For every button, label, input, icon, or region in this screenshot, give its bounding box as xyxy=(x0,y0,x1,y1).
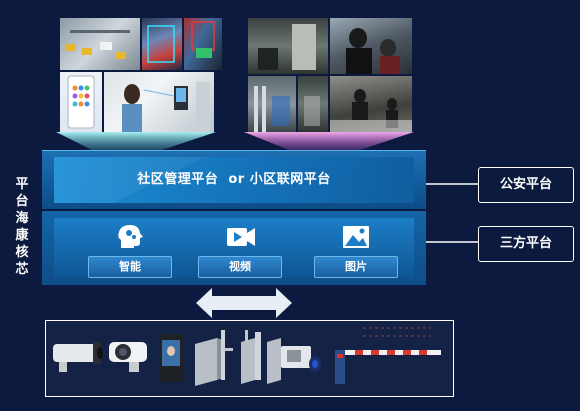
phone-app-photo xyxy=(60,72,102,132)
wide-turnstile-gate-icon xyxy=(241,330,281,384)
platform-title: 社区管理平台 or 小区联网平台 xyxy=(137,172,331,187)
device-icons xyxy=(53,327,441,386)
video-camera-icon xyxy=(227,228,255,246)
detection-graphic xyxy=(147,25,175,63)
platform-vertical-label: 平台海康核芯 xyxy=(15,177,29,277)
phone-app-graphic xyxy=(67,75,95,129)
left-funnel xyxy=(56,132,216,152)
parking-barrier-icon xyxy=(335,327,441,384)
module-video: 视频 xyxy=(198,222,282,278)
face-terminal-graphic xyxy=(122,82,210,132)
face-detect-photo xyxy=(184,18,222,70)
traffic-scene-graphic xyxy=(66,30,130,59)
night-surveillance-graphic xyxy=(258,24,316,70)
module-video-label: 视频 xyxy=(198,256,282,278)
climbing-photo xyxy=(330,76,412,132)
module-intelligence-label: 智能 xyxy=(88,256,172,278)
dark-yard-graphic xyxy=(304,96,320,126)
police-platform-box: 公安平台 xyxy=(478,167,574,203)
image-icon xyxy=(343,226,369,248)
perimeter-graphic xyxy=(254,86,290,132)
module-intelligence: 智能 xyxy=(88,222,172,278)
intruder-graphic xyxy=(346,28,400,74)
module-image-label: 图片 xyxy=(314,256,398,278)
module-image: 图片 xyxy=(314,222,398,278)
bidirectional-arrow-icon xyxy=(196,288,292,318)
turnstile-gate-icon xyxy=(195,330,233,386)
box-camera-icon xyxy=(109,342,147,372)
face-recognition-terminal-icon xyxy=(159,334,183,382)
traffic-scene-photo xyxy=(60,18,140,70)
third-party-platform-box: 三方平台 xyxy=(478,226,574,262)
right-funnel xyxy=(244,132,414,152)
climbing-graphic xyxy=(330,89,412,132)
detection-photo xyxy=(142,18,182,70)
perimeter-photo xyxy=(248,76,296,132)
license-plate-camera-icon xyxy=(281,346,321,372)
brain-head-icon xyxy=(118,225,143,248)
face-detect-graphic xyxy=(191,21,215,58)
connector-lines xyxy=(426,183,478,243)
intruder-photo xyxy=(330,18,412,74)
platform-layer-top-panel xyxy=(54,157,414,203)
bullet-camera-icon xyxy=(53,342,103,372)
dark-yard-photo xyxy=(298,76,328,132)
platform-layer-shine xyxy=(54,157,204,203)
face-terminal-photo xyxy=(104,72,214,132)
night-surveillance-photo xyxy=(248,18,328,74)
